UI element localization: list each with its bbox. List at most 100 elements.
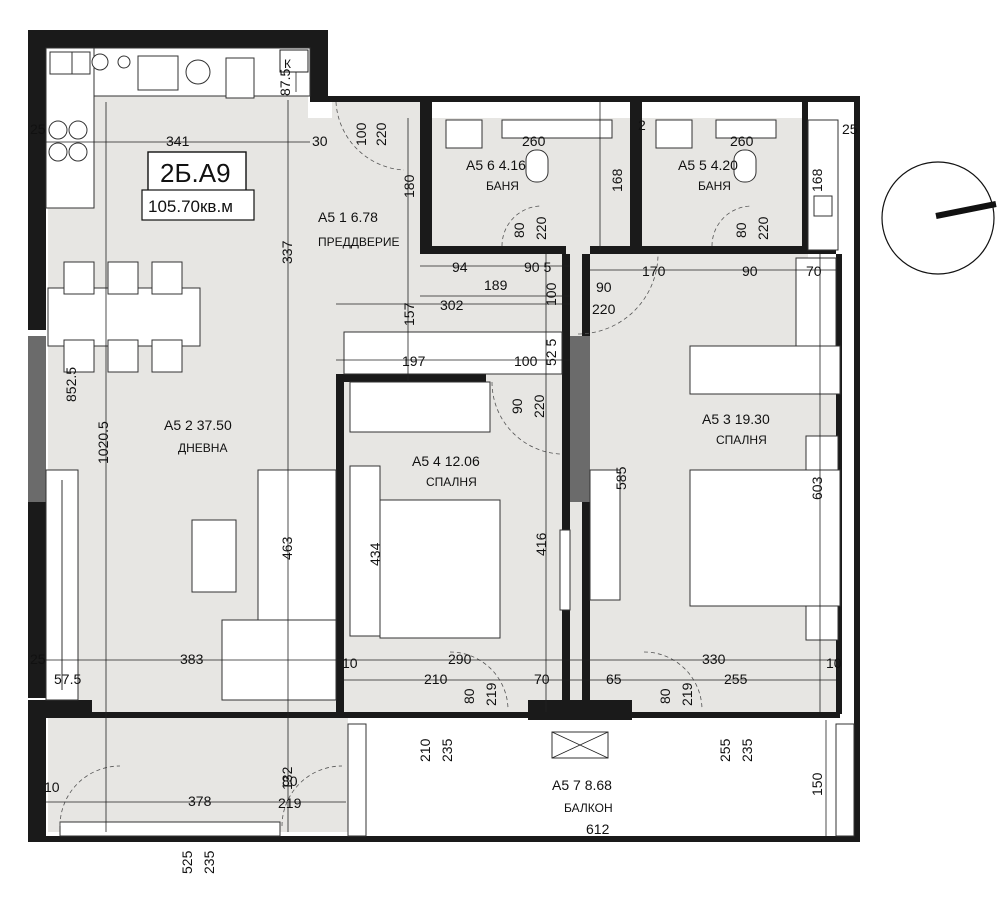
dimension-label: 180 — [401, 174, 417, 198]
dimension-label: 330 — [702, 651, 726, 667]
room-name-a5-2: ДНЕВНА — [178, 441, 227, 455]
bathroom-fixtures — [445, 119, 839, 251]
dimension-label: 463 — [279, 536, 295, 560]
dimension-label: 219 — [483, 682, 499, 706]
dimension-label: 235 — [739, 738, 755, 762]
dimension-label: 260 — [522, 133, 546, 149]
dimension-label: 302 — [440, 297, 464, 313]
door-swings — [59, 101, 753, 827]
apartment-code: 2Б.А9 — [160, 158, 231, 188]
dimension-label: 30 — [312, 133, 328, 149]
dimension-label: 235 — [439, 738, 455, 762]
room-name-a5-5: БАНЯ — [698, 179, 731, 193]
room-name-a5-6: БАНЯ — [486, 179, 519, 193]
dimension-label: 10 — [826, 655, 842, 671]
apartment-label: 2Б.А9 105.70кв.м — [141, 151, 255, 221]
north-arrow-icon — [881, 161, 997, 275]
dimension-label: 70 — [806, 263, 822, 279]
dimension-label: 25 — [30, 651, 46, 667]
dimension-label: 25 — [30, 121, 46, 137]
dimension-label: 90 — [596, 279, 612, 295]
dimension-label: 52 5 — [543, 339, 559, 366]
dimension-label: 220 — [592, 301, 616, 317]
dimension-label: 255 — [717, 738, 733, 762]
dimension-label: 603 — [809, 476, 825, 500]
balcony-elements — [551, 731, 609, 759]
dimension-label: 1020.5 — [95, 421, 111, 464]
dimension-label: 90 — [742, 263, 758, 279]
dimension-label: 57.5 — [54, 671, 81, 687]
dimension-label: 220 — [531, 394, 547, 418]
dimension-label: 235 — [201, 850, 217, 874]
dimension-label: 80 — [511, 222, 527, 238]
dimension-label: 255 — [724, 671, 748, 687]
room-name-a5-3: СПАЛНЯ — [716, 433, 767, 447]
dimension-labels: 341 30 25 25 260 260 2 94 90 5 170 90 70… — [30, 69, 858, 874]
room-label-a5-1: A5 1 6.78 — [318, 209, 378, 225]
room-name-a5-7: БАЛКОН — [564, 801, 613, 815]
dimension-label: 80 — [657, 688, 673, 704]
dimension-label: 416 — [533, 532, 549, 556]
apartment-area: 105.70кв.м — [148, 197, 233, 216]
dimension-label: 150 — [809, 772, 825, 796]
dimension-label: 100 — [514, 353, 538, 369]
walls — [28, 30, 860, 842]
dimension-label: 383 — [180, 651, 204, 667]
corner-marker — [279, 49, 309, 73]
dimension-label: 10 — [342, 655, 358, 671]
dimension-label: 2 — [638, 117, 646, 133]
dimension-label: 852.5 — [63, 367, 79, 402]
dimension-label: 220 — [373, 122, 389, 146]
corner-mark: К — [284, 57, 291, 71]
dimension-label: 65 — [606, 671, 622, 687]
dimension-label: 10 — [44, 779, 60, 795]
dimension-label: 25 — [842, 121, 858, 137]
dimension-label: 337 — [279, 240, 295, 264]
dimension-label: 219 — [679, 682, 695, 706]
bedroom3-furniture — [689, 257, 841, 641]
dimension-label: 87.5 — [277, 69, 293, 96]
windows — [45, 469, 855, 837]
dimension-label: 197 — [402, 353, 426, 369]
dining-set — [47, 261, 201, 373]
room-label-a5-7: A5 7 8.68 — [552, 777, 612, 793]
dimension-label: 80 — [282, 773, 298, 789]
dimension-label: 525 — [179, 850, 195, 874]
bedroom4-furniture — [343, 331, 563, 639]
dimension-label: 132 — [279, 766, 295, 790]
dimension-label: 585 — [613, 466, 629, 490]
dimension-label: 189 — [484, 277, 508, 293]
dimension-label: 341 — [166, 133, 190, 149]
dimension-label: 168 — [609, 168, 625, 192]
dimension-label: 168 — [809, 168, 825, 192]
dimension-label: 290 — [448, 651, 472, 667]
dimension-label: 100 — [543, 282, 559, 306]
dimension-label: 70 — [534, 671, 550, 687]
room-label-a5-3: A5 3 19.30 — [702, 411, 770, 427]
room-labels: A5 1 6.78 ПРЕДДВЕРИЕ A5 2 37.50 ДНЕВНА A… — [164, 157, 770, 815]
dimension-label: 220 — [755, 216, 771, 240]
dimension-lines — [30, 100, 840, 836]
dimension-label: 378 — [188, 793, 212, 809]
dimension-label: 219 — [278, 795, 302, 811]
dimension-label: 100 — [353, 122, 369, 146]
dimension-label: 80 — [733, 222, 749, 238]
dimension-label: 220 — [533, 216, 549, 240]
dimension-label: 80 — [461, 688, 477, 704]
dimension-label: 260 — [730, 133, 754, 149]
dimension-label: 90 — [509, 398, 525, 414]
room-label-a5-4: A5 4 12.06 — [412, 453, 480, 469]
room-name-a5-4: СПАЛНЯ — [426, 475, 477, 489]
room-label-a5-2: A5 2 37.50 — [164, 417, 232, 433]
dimension-label: 210 — [424, 671, 448, 687]
dimension-label: 94 — [452, 259, 468, 275]
dimension-label: 90 5 — [524, 259, 551, 275]
room-label-a5-6: A5 6 4.16 — [466, 157, 526, 173]
kitchen-counter — [45, 47, 311, 209]
dimension-label: 612 — [586, 821, 610, 837]
dimension-label: 170 — [642, 263, 666, 279]
dimension-label: 157 — [401, 302, 417, 326]
dimension-label: 434 — [367, 542, 383, 566]
dimension-label: 210 — [417, 738, 433, 762]
